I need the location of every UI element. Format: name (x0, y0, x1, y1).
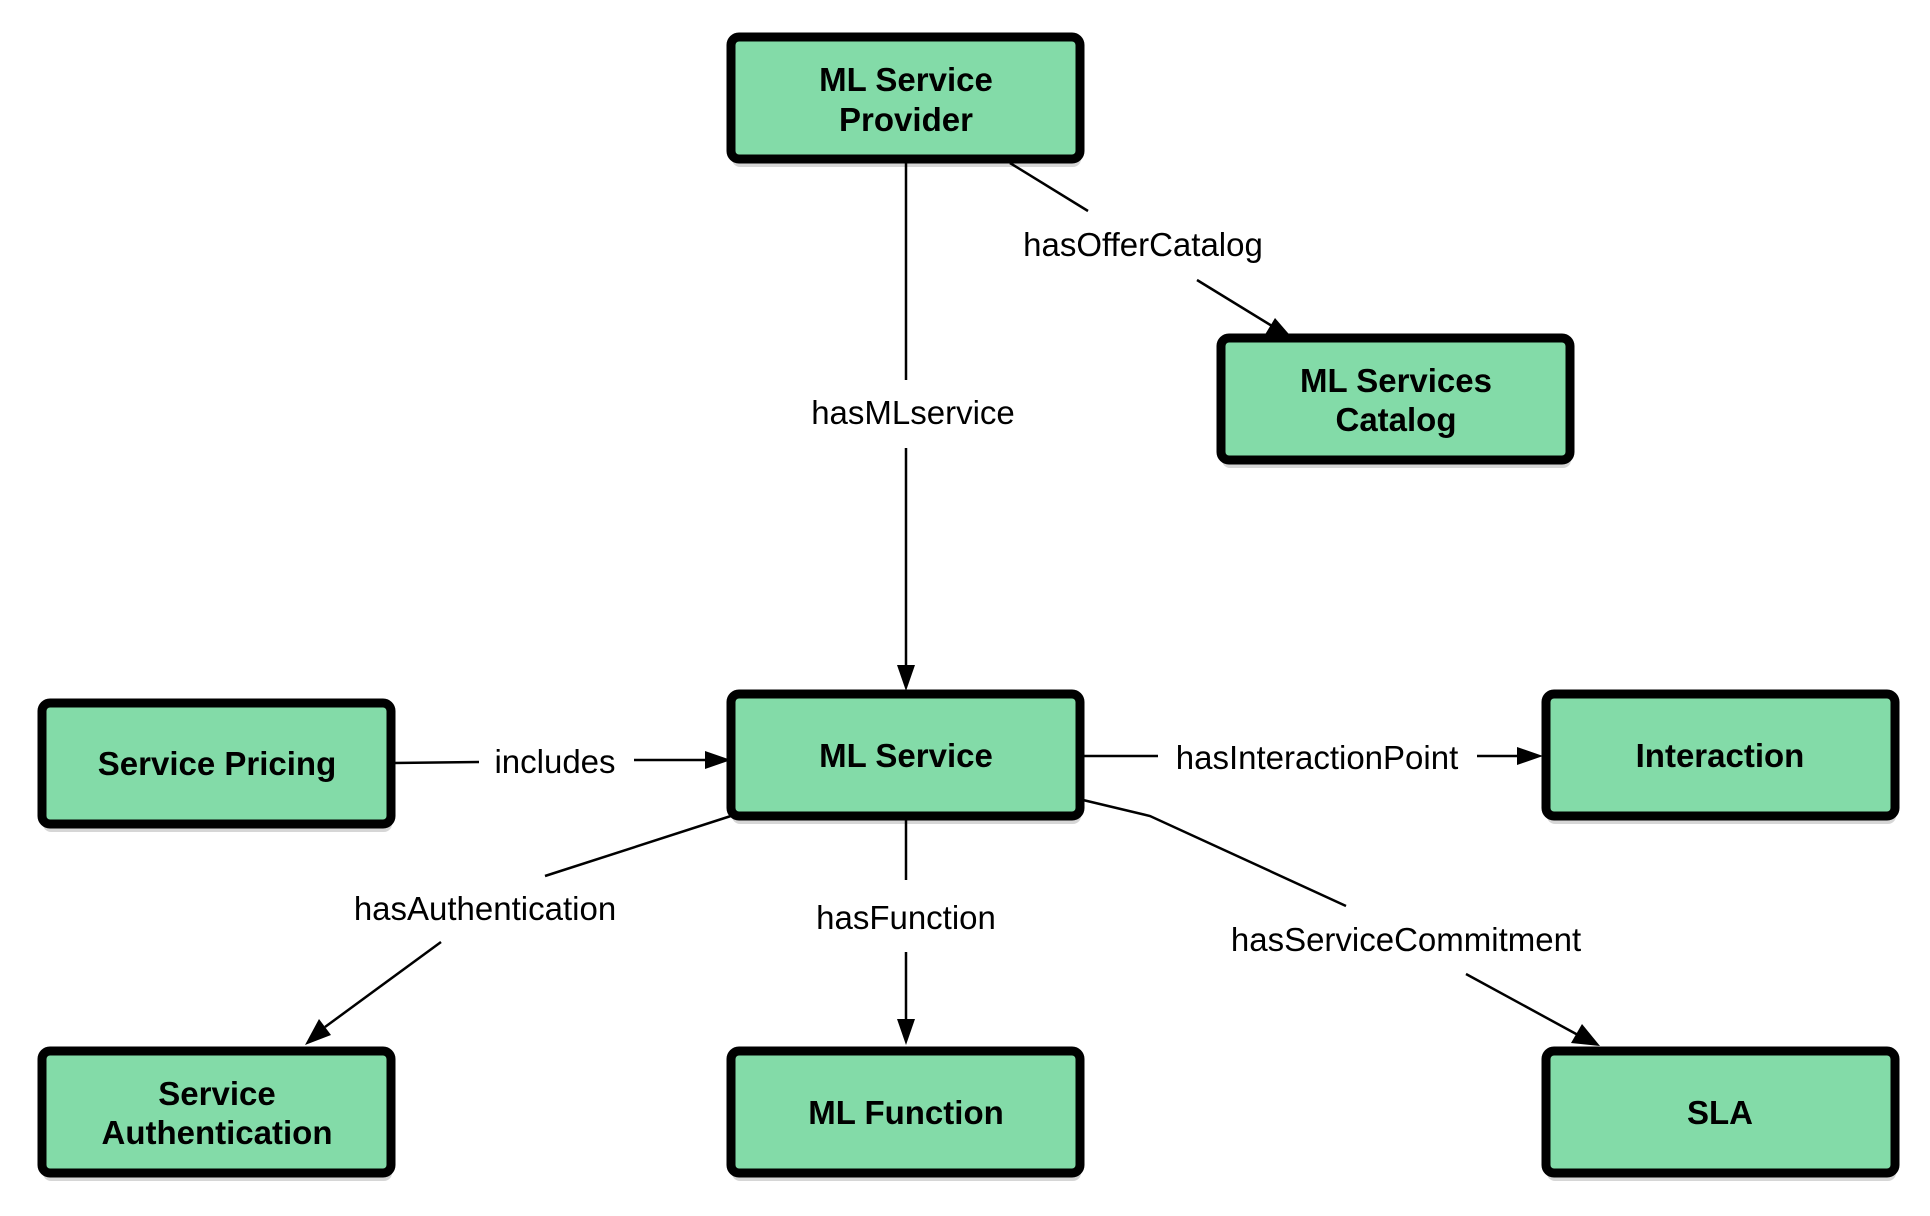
edge-label-has-offer-catalog: hasOfferCatalog (1023, 226, 1263, 263)
edge-has-ml-service: hasMLservice (811, 163, 1015, 691)
node-label: ML Function (808, 1094, 1004, 1131)
node-box (1216, 333, 1575, 465)
node-box (726, 689, 1085, 821)
edge-label-includes: includes (494, 743, 615, 780)
edge-line (392, 760, 480, 765)
node-ml-service[interactable]: ML Service (726, 689, 1085, 824)
edge-line (1465, 972, 1579, 1037)
node-interaction[interactable]: Interaction (1541, 689, 1900, 824)
node-box (1541, 1046, 1900, 1178)
edge-label-has-service-commitment: hasServiceCommitment (1231, 921, 1581, 958)
edge-has-interaction-point: hasInteractionPoint (1083, 739, 1543, 776)
node-label: Provider (839, 101, 973, 138)
edge-has-service-commitment: hasServiceCommitment (1082, 798, 1600, 1046)
node-label: ML Service (819, 737, 993, 774)
edge-line (324, 940, 442, 1029)
node-box (37, 698, 396, 829)
edge-label-has-interaction-point: hasInteractionPoint (1176, 739, 1459, 776)
arrow-head (1517, 747, 1543, 765)
arrow-head (705, 751, 731, 769)
node-label: Authentication (102, 1114, 333, 1151)
node-label: Catalog (1335, 401, 1456, 438)
node-ml-function[interactable]: ML Function (726, 1046, 1085, 1181)
node-box (726, 32, 1085, 164)
node-label: SLA (1687, 1094, 1753, 1131)
arrow-head (897, 1019, 915, 1045)
node-label: ML Service (819, 61, 993, 98)
node-label: Service (158, 1075, 275, 1112)
arrow-head (305, 1019, 331, 1045)
node-box (37, 1046, 396, 1178)
node-label: Interaction (1636, 737, 1805, 774)
arrow-head (1571, 1024, 1600, 1046)
node-sla[interactable]: SLA (1541, 1046, 1900, 1181)
edge-line (1196, 278, 1273, 328)
edge-line (544, 813, 735, 878)
arrow-head (897, 665, 915, 691)
node-box (1541, 689, 1900, 821)
edge-line (1082, 798, 1347, 908)
node-service-authentication[interactable]: Service Authentication (37, 1046, 396, 1181)
edge-label-has-ml-service: hasMLservice (811, 394, 1015, 431)
edge-line (1009, 161, 1089, 213)
node-ml-services-catalog[interactable]: ML Services Catalog (1216, 333, 1575, 468)
node-ml-service-provider[interactable]: ML Service Provider (726, 32, 1085, 167)
edge-has-offer-catalog: hasOfferCatalog (1009, 161, 1294, 340)
node-box (726, 1046, 1085, 1178)
node-label: ML Services (1300, 362, 1492, 399)
edge-has-function: hasFunction (816, 820, 996, 1045)
edge-label-has-function: hasFunction (816, 899, 996, 936)
edge-has-authentication: hasAuthentication (305, 813, 735, 1045)
edge-includes: includes (392, 743, 731, 780)
node-label: Service Pricing (98, 745, 336, 782)
node-service-pricing[interactable]: Service Pricing (37, 698, 396, 832)
edge-label-has-authentication: hasAuthentication (354, 890, 616, 927)
